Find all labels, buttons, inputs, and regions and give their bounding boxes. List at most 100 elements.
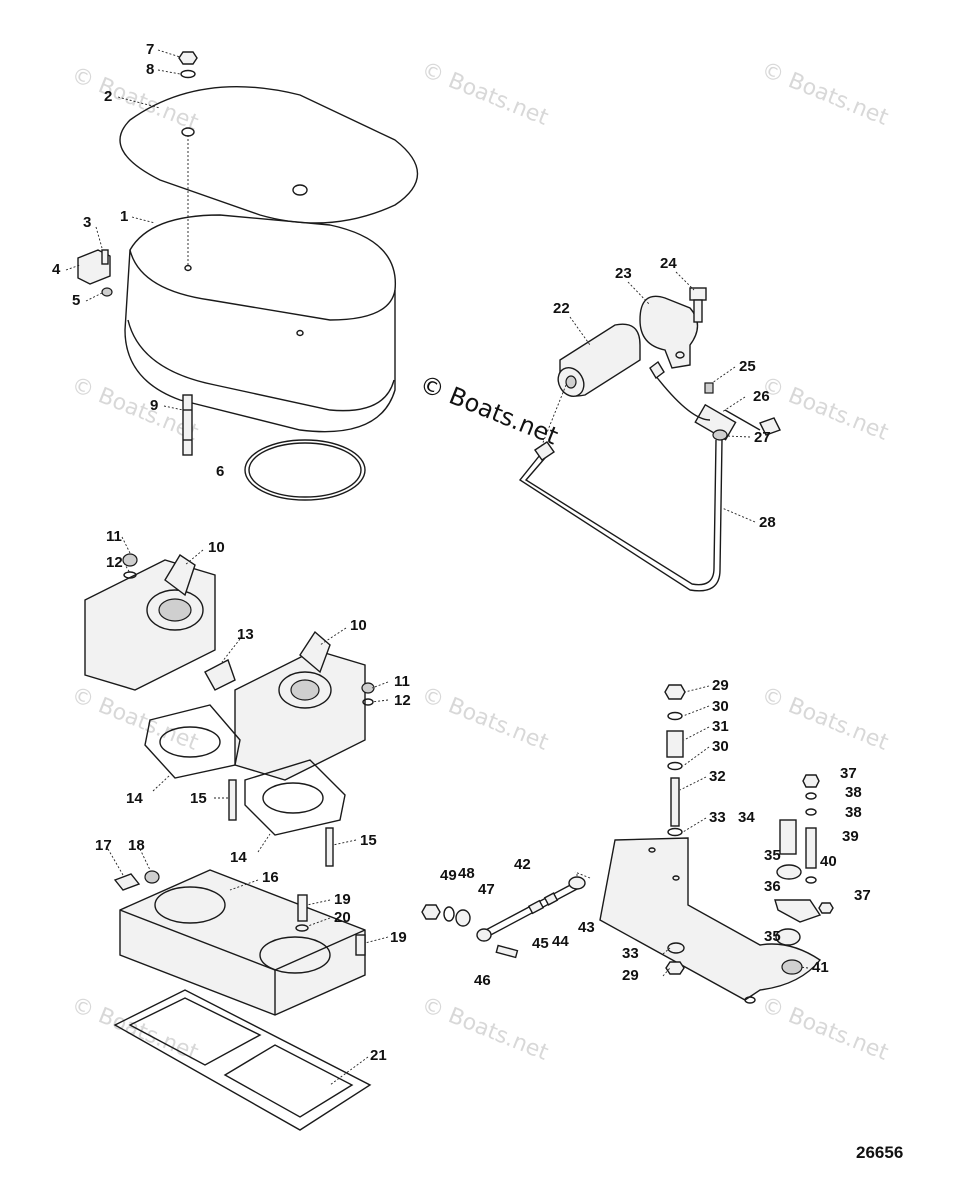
callout-label: 36 [764, 878, 781, 895]
callout-label: 31 [712, 718, 729, 735]
watermark: © Boats.net [68, 372, 202, 446]
callout-label: 37 [854, 887, 871, 904]
callout-label: 35 [764, 847, 781, 864]
callout-label: 42 [514, 856, 531, 873]
watermark: © Boats.net [418, 992, 552, 1066]
fitting [113, 870, 160, 891]
callout-label: 11 [394, 673, 410, 690]
air-filter-element [124, 135, 396, 433]
callout-label: 29 [712, 677, 729, 694]
watermark: © Boats.net [418, 57, 552, 131]
watermark: © Boats.net [758, 372, 892, 446]
throttle-link [204, 659, 236, 691]
clamp-screw [689, 287, 707, 323]
callout-label: 22 [553, 300, 570, 317]
bushing-stack [774, 819, 822, 975]
callout-label: 13 [237, 626, 254, 643]
watermark: © Boats.net [68, 992, 202, 1066]
callout-label: 30 [712, 698, 729, 715]
stud [325, 827, 334, 867]
callout-label: 48 [458, 865, 475, 882]
callout-label: 20 [334, 909, 351, 926]
center-watermark: © Boats.net [416, 370, 562, 451]
callout-label: 8 [146, 61, 154, 78]
callout-label: 30 [712, 738, 729, 755]
callout-label: 6 [216, 463, 224, 480]
callout-label: 41 [812, 959, 829, 976]
callout-label: 12 [394, 692, 411, 709]
air-filter-cover [119, 86, 419, 224]
callout-label: 34 [738, 809, 755, 826]
watermark: © Boats.net [418, 682, 552, 756]
callout-label: 33 [622, 945, 639, 962]
callout-label: 7 [146, 41, 154, 58]
watermark: © Boats.net [758, 682, 892, 756]
right-fasteners [802, 774, 834, 914]
callout-label: 19 [390, 929, 407, 946]
fuel-line [518, 429, 728, 592]
nut-washer [178, 51, 198, 79]
callout-label: 39 [842, 828, 859, 845]
callout-label: 5 [72, 292, 80, 309]
callout-label: 14 [126, 790, 143, 807]
callout-label: 19 [334, 891, 351, 908]
linkage-stud-stack [664, 684, 686, 837]
callout-leaders [65, 49, 809, 1086]
fuel-filter [539, 323, 641, 451]
callout-label: 24 [660, 255, 677, 272]
screw [295, 894, 366, 956]
fuel-tee [649, 360, 781, 441]
throttle-gasket [244, 759, 346, 836]
base-gasket [113, 989, 372, 1131]
callout-label: 14 [230, 849, 247, 866]
callout-label: 38 [845, 784, 862, 801]
callout-label: 44 [552, 933, 569, 950]
gasket-ring [244, 439, 366, 501]
callout-label: 23 [615, 265, 632, 282]
throttle-gasket [144, 704, 241, 779]
callout-label: 21 [370, 1047, 387, 1064]
linkage-rod [476, 876, 586, 959]
callout-label: 17 [95, 837, 112, 854]
callout-label: 32 [709, 768, 726, 785]
watermark: © Boats.net [758, 992, 892, 1066]
callout-label: 29 [622, 967, 639, 984]
watermark: © Boats.net [758, 57, 892, 131]
callout-label: 28 [759, 514, 776, 531]
callout-label: 46 [474, 972, 491, 989]
callout-label: 26 [753, 388, 770, 405]
callout-label: 18 [128, 837, 145, 854]
callout-numbers: 7 8 2 1 3 4 5 9 6 11 12 10 13 10 11 12 1… [52, 41, 871, 1064]
callout-label: 11 [106, 528, 122, 545]
filter-clamp [639, 295, 699, 369]
callout-label: 45 [532, 935, 549, 952]
small-hardware [421, 904, 685, 975]
callout-label: 37 [840, 765, 857, 782]
bracket-fitting [77, 249, 113, 297]
figure-number: 26656 [856, 1143, 903, 1162]
callout-label: 40 [820, 853, 837, 870]
callout-label: 2 [104, 88, 112, 105]
callout-label: 16 [262, 869, 279, 886]
watermark: © Boats.net [68, 682, 202, 756]
callout-label: 4 [52, 261, 61, 278]
callout-label: 15 [360, 832, 377, 849]
callout-label: 15 [190, 790, 207, 807]
callout-label: 10 [208, 539, 225, 556]
stud [182, 394, 193, 456]
callout-label: 43 [578, 919, 595, 936]
callout-label: 3 [83, 214, 91, 231]
callout-label: 35 [764, 928, 781, 945]
stud [228, 779, 237, 821]
callout-label: 33 [709, 809, 726, 826]
adapter-plate [119, 869, 366, 1016]
throttle-body [84, 553, 216, 691]
callout-label: 47 [478, 881, 495, 898]
callout-label: 10 [350, 617, 367, 634]
callout-label: 12 [106, 554, 123, 571]
callout-label: 27 [754, 429, 771, 446]
callout-label: 25 [739, 358, 756, 375]
callout-label: 38 [845, 804, 862, 821]
throttle-body [234, 630, 375, 781]
